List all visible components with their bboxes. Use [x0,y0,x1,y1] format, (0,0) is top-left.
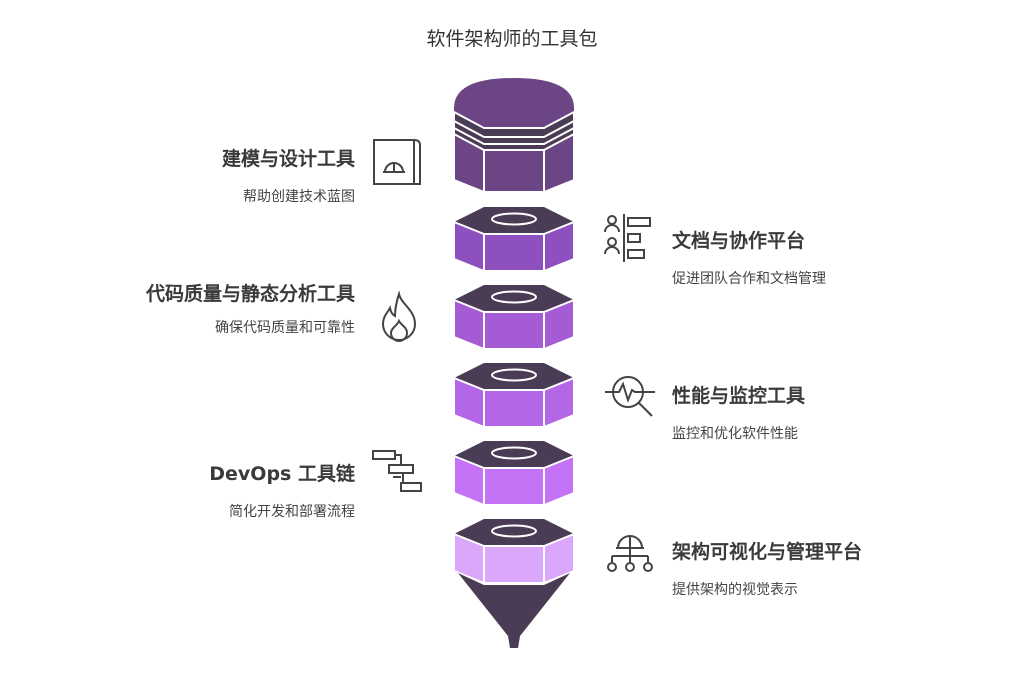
nut-side-right [543,220,575,273]
item-title: 建模与设计工具 [221,148,355,170]
nut-side-right [543,454,575,507]
cap-side-right [543,132,575,194]
item-desc: 确保代码质量和可靠性 [215,320,355,336]
item-code-quality: 代码质量与静态分析工具 确保代码质量和可靠性 [35,281,355,337]
people-list-icon [604,214,651,262]
item-visualization: 架构可视化与管理平台 提供架构的视觉表示 [672,539,992,599]
item-title: 架构可视化与管理平台 [672,541,863,563]
nut-side-right [543,532,575,585]
pulse-magnifier-icon [605,376,655,417]
item-desc: 监控和优化软件性能 [672,426,798,442]
pipeline-icon [372,450,422,492]
item-title: 文档与协作平台 [672,230,806,252]
nut-front [483,467,545,506]
cap-front [483,149,545,193]
item-desc: 帮助创建技术蓝图 [243,189,355,205]
pencil-tip [458,573,570,648]
item-desc: 简化开发和部署流程 [229,504,355,520]
nut-front [483,233,545,272]
cap-line [453,127,575,145]
nut-top [454,207,574,234]
nut-hole [491,524,537,538]
nut-front [483,545,545,584]
nut-hole [491,368,537,382]
item-desc: 提供架构的视觉表示 [672,582,798,598]
item-devops: DevOps 工具链 简化开发和部署流程 [35,461,355,521]
cap-top [454,78,574,128]
nut-front [483,389,545,428]
item-title: 代码质量与静态分析工具 [145,283,355,305]
nut-top [454,519,574,546]
item-title: 性能与监控工具 [672,385,806,407]
nut-hole [491,212,537,226]
nut-hole [491,290,537,304]
nut-side-right [543,298,575,351]
flame-icon [381,291,417,342]
nut-hole [491,446,537,460]
page-title: 软件架构师的工具包 [426,28,598,50]
item-performance: 性能与监控工具 监控和优化软件性能 [672,383,992,443]
nut-top [454,285,574,312]
item-modeling: 建模与设计工具 帮助创建技术蓝图 [35,146,355,206]
blueprint-helmet-icon [373,139,421,185]
item-docs: 文档与协作平台 促进团队合作和文档管理 [672,228,992,288]
nut-top [454,363,574,390]
helmet-hierarchy-icon [607,535,653,572]
nut-side-right [543,376,575,429]
item-title: DevOps 工具链 [209,463,355,485]
nut-top [454,441,574,468]
cap-line [453,120,575,138]
nut-front [483,311,545,350]
item-desc: 促进团队合作和文档管理 [672,271,826,287]
